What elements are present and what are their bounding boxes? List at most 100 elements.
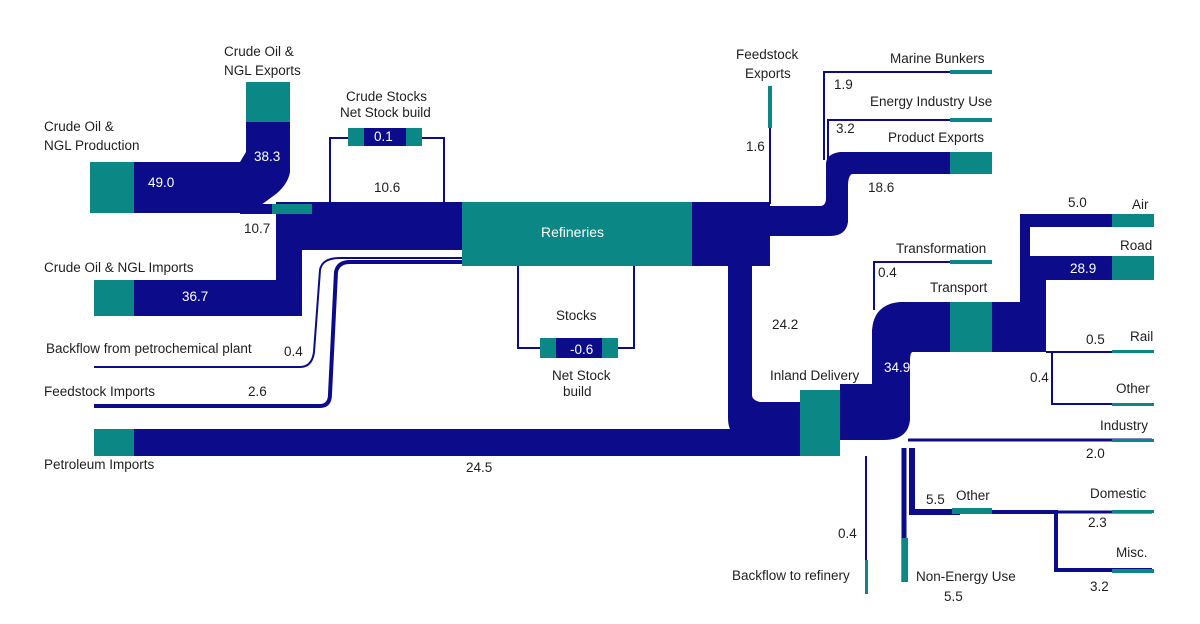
- label-industry: Industry: [1100, 418, 1148, 433]
- value-production-to-refinery: 10.7: [244, 221, 270, 236]
- label-backflow-refinery: Backflow to refinery: [732, 568, 850, 583]
- value-crude-exports: 38.3: [254, 149, 280, 164]
- value-rail: 0.5: [1086, 332, 1105, 347]
- label-crude-exports-1: Crude Oil &: [224, 44, 294, 59]
- flow-crude-imports: [94, 250, 302, 316]
- flow-stocks: [517, 266, 635, 349]
- value-backflow-petrochem: 0.4: [284, 344, 303, 359]
- value-crude-stock-flow: 10.6: [374, 180, 400, 195]
- value-feedstock-exports: 1.6: [746, 139, 765, 154]
- label-feedstock-exports-1: Feedstock: [736, 47, 799, 62]
- flow-other-final: [909, 448, 960, 515]
- node-stocks-right: [602, 338, 618, 358]
- label-backflow-petrochem: Backflow from petrochemical plant: [46, 341, 252, 356]
- label-net-stock-2: build: [563, 384, 592, 399]
- value-transformation: 0.4: [878, 265, 897, 280]
- value-other-final: 5.5: [926, 492, 945, 507]
- node-transport: [950, 302, 992, 352]
- node-air: [1112, 214, 1154, 227]
- value-product-exports: 18.6: [868, 180, 894, 195]
- label-crude-production-1: Crude Oil &: [44, 119, 114, 134]
- value-refinery-to-inland: 24.2: [772, 317, 798, 332]
- node-feedstock-exports: [768, 86, 772, 128]
- node-product-exports: [950, 152, 992, 174]
- node-petroleum-imports: [94, 429, 134, 456]
- flow-marine-bunkers: [823, 71, 960, 160]
- value-crude-imports: 36.7: [182, 289, 208, 304]
- node-domestic: [1112, 510, 1154, 513]
- label-refineries: Refineries: [541, 224, 604, 240]
- value-other-transport: 0.4: [1030, 370, 1049, 385]
- label-energy-industry-use: Energy Industry Use: [870, 94, 992, 109]
- node-crude-production: [90, 162, 134, 213]
- label-transformation: Transformation: [896, 241, 986, 256]
- value-non-energy-use: 5.5: [944, 589, 963, 604]
- value-feedstock-imports: 2.6: [248, 384, 267, 399]
- node-crude-stocks-right: [406, 128, 422, 146]
- node-production-mid: [272, 204, 312, 214]
- label-inland-delivery: Inland Delivery: [770, 368, 860, 383]
- value-petroleum-imports: 24.5: [466, 460, 492, 475]
- label-feedstock-exports-2: Exports: [745, 66, 791, 81]
- label-stocks: Stocks: [556, 308, 597, 323]
- value-crude-stock-build: 0.1: [374, 129, 393, 144]
- value-industry: 2.0: [1086, 446, 1105, 461]
- label-other-transport: Other: [1116, 381, 1150, 396]
- label-crude-exports-2: NGL Exports: [224, 63, 301, 78]
- flow-crude-exports: [240, 122, 290, 213]
- node-rail: [1112, 350, 1154, 353]
- label-air: Air: [1132, 197, 1149, 212]
- text-labels: Crude Oil & NGL Production 49.0 Crude Oi…: [44, 44, 1153, 604]
- flow-air-riser: [1020, 214, 1030, 304]
- node-crude-exports: [246, 82, 290, 122]
- node-other-final: [952, 508, 992, 514]
- node-refineries: [462, 202, 692, 266]
- flow-petroleum-imports: [94, 429, 820, 456]
- node-inland-delivery: [800, 390, 840, 456]
- node-stocks-left: [540, 338, 556, 358]
- flow-backflow-petrochem: [94, 257, 464, 368]
- label-product-exports: Product Exports: [888, 130, 984, 145]
- stocks-box: [556, 338, 602, 358]
- label-petroleum-imports: Petroleum Imports: [44, 457, 155, 472]
- value-crude-production: 49.0: [148, 175, 174, 190]
- flow-other-transport: [1051, 352, 1152, 405]
- value-misc: 3.2: [1090, 579, 1109, 594]
- label-road: Road: [1120, 238, 1152, 253]
- node-backflow-refinery: [865, 560, 868, 594]
- value-stocks: -0.6: [570, 342, 593, 357]
- node-crude-stocks-left: [348, 128, 364, 146]
- node-road: [1112, 256, 1154, 280]
- value-energy-industry-use: 3.2: [836, 121, 855, 136]
- flow-road-bar: [1030, 256, 1120, 280]
- label-marine-bunkers: Marine Bunkers: [890, 51, 985, 66]
- label-feedstock-imports: Feedstock Imports: [44, 384, 155, 399]
- label-net-stock-1: Net Stock: [552, 368, 611, 383]
- label-domestic: Domestic: [1090, 486, 1147, 501]
- label-crude-stocks-1: Crude Stocks: [346, 89, 427, 104]
- node-energy-industry: [950, 118, 992, 122]
- label-transport: Transport: [930, 280, 988, 295]
- label-non-energy-use: Non-Energy Use: [916, 569, 1016, 584]
- node-industry: [1112, 439, 1154, 442]
- flow-air: [1020, 214, 1140, 227]
- flow-inland-to-transport: [840, 302, 960, 440]
- value-domestic: 2.3: [1088, 515, 1107, 530]
- node-misc: [1112, 569, 1154, 573]
- flow-misc: [990, 510, 1152, 572]
- value-road: 28.9: [1070, 261, 1096, 276]
- node-other-transport: [1112, 403, 1154, 406]
- flow-bands: [90, 122, 1140, 456]
- label-rail: Rail: [1130, 329, 1153, 344]
- nodes: [90, 70, 1154, 594]
- flow-energy-industry: [827, 119, 960, 160]
- label-misc: Misc.: [1116, 545, 1148, 560]
- node-transformation: [950, 260, 992, 264]
- label-crude-stocks-2: Net Stock build: [340, 105, 431, 120]
- value-backflow-refinery: 0.4: [838, 526, 857, 541]
- flow-product-exports: [760, 152, 960, 236]
- node-non-energy: [902, 538, 908, 582]
- label-other-final: Other: [956, 488, 990, 503]
- flow-transport-out: [990, 302, 1046, 352]
